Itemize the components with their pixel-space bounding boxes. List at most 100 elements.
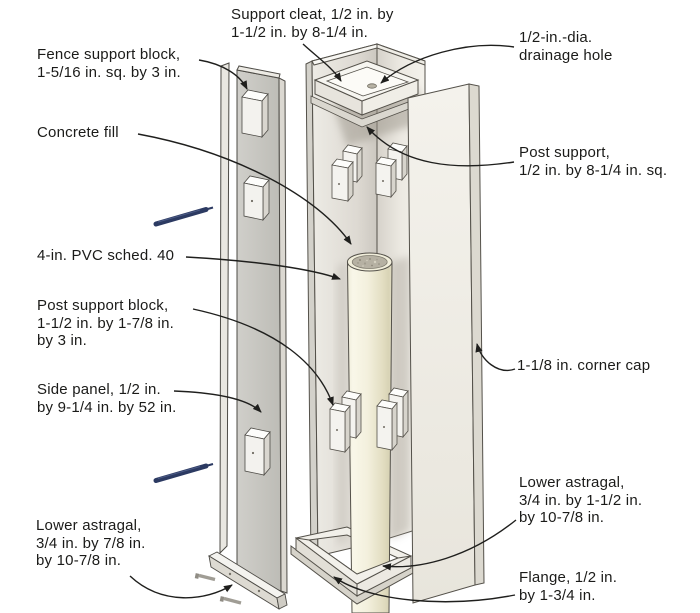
label-lower-astragal-left: Lower astragal, 3/4 in. by 7/8 in. by 10…: [36, 517, 146, 570]
block-side: [401, 144, 408, 182]
block-front: [376, 405, 393, 451]
astragal-bar-end: [276, 593, 288, 610]
label-line: Fence support block,: [37, 46, 181, 63]
label-corner-cap: 1-1/8 in. corner cap: [517, 357, 650, 375]
leader-post-support: [366, 126, 515, 167]
screw-dot: [250, 199, 254, 203]
screw-dot: [228, 572, 232, 576]
label-line: Support cleat, 1/2 in. by: [231, 6, 394, 23]
label-lower-astragal-right: Lower astragal, 3/4 in. by 1-1/2 in. by …: [519, 474, 642, 527]
wall-top-edge: [376, 43, 426, 66]
label-line: by 9-1/4 in. by 52 in.: [37, 398, 177, 416]
leader-concrete-fill: [137, 133, 352, 245]
blue-screw: [153, 463, 214, 483]
lower-astragal-bar: [208, 551, 288, 610]
leader-pvc: [185, 256, 341, 280]
label-concrete-fill: Concrete fill: [37, 124, 119, 142]
label-line: Side panel, 1/2 in.: [37, 381, 161, 398]
screw-dot: [338, 183, 340, 185]
block-side: [344, 404, 351, 454]
block-front: [375, 162, 392, 198]
post-support-blocks-upper-left: [331, 144, 363, 203]
left-side-panel-assembly: [194, 62, 288, 610]
block-side: [347, 160, 354, 203]
label-line: 1-1/2 in. by 8-1/4 in.: [231, 23, 368, 41]
gray-screw: [223, 596, 242, 605]
label-support-cleat: Support cleat, 1/2 in. by 1-1/2 in. by 8…: [231, 6, 394, 41]
blue-screw: [153, 206, 214, 227]
leader-flange: [333, 576, 516, 603]
label-drainage-hole: 1/2-in.-dia. drainage hole: [519, 29, 613, 64]
gray-screw-head: [194, 573, 200, 579]
label-line: 1-1/8 in. corner cap: [517, 357, 651, 374]
left-corner-cap-strip: [219, 62, 230, 555]
label-line: 3/4 in. by 7/8 in.: [36, 534, 146, 552]
post-support-floor: [325, 66, 410, 97]
label-line: 1/2-in.-dia.: [519, 29, 593, 46]
astragal-screws: [194, 573, 242, 605]
block-side: [355, 392, 362, 440]
block-side: [263, 430, 271, 477]
cap-tray: [310, 60, 423, 128]
leader-lower-astragal-left: [129, 575, 233, 599]
block-front: [331, 164, 349, 202]
screw-dot: [383, 426, 385, 428]
block-side: [261, 92, 269, 139]
leader-side-panel: [173, 390, 262, 413]
label-line: by 10-7/8 in.: [519, 509, 605, 526]
label-line: drainage hole: [519, 46, 613, 64]
label-post-support: Post support, 1/2 in. by 8-1/4 in. sq.: [519, 144, 667, 179]
screw-dot: [382, 180, 384, 182]
gray-screw: [198, 573, 216, 582]
label-line: 1-5/16 in. sq. by 3 in.: [37, 63, 181, 81]
leader-support-cleat: [302, 43, 342, 82]
label-pvc: 4-in. PVC sched. 40: [37, 247, 174, 265]
label-line: by 10-7/8 in.: [36, 552, 122, 569]
post-support-blocks-lower-right: [376, 387, 409, 452]
right-side-panel: [407, 83, 485, 604]
right-panel-face: [407, 83, 476, 604]
leader-lines: [129, 43, 517, 603]
screw-dot: [257, 589, 261, 593]
label-line: 4-in. PVC sched. 40: [37, 247, 175, 264]
gray-screw-head: [219, 596, 225, 602]
label-fence-support-block: Fence support block, 1-5/16 in. sq. by 3…: [37, 46, 181, 81]
concrete-top: [351, 255, 388, 269]
label-side-panel: Side panel, 1/2 in. by 9-1/4 in. by 52 i…: [37, 381, 176, 416]
drainage-hole: [367, 83, 377, 89]
label-line: Flange, 1/2 in.: [519, 569, 618, 586]
leader-fence-support-block: [198, 59, 248, 90]
leader-lower-astragal-right: [382, 519, 517, 571]
label-post-support-block: Post support block, 1-1/2 in. by 1-7/8 i…: [37, 297, 174, 350]
leader-corner-cap: [475, 343, 516, 372]
block-front: [243, 182, 264, 221]
label-line: Post support block,: [37, 297, 169, 314]
screw-dot: [251, 451, 255, 455]
label-line: Post support,: [519, 144, 610, 161]
block-side: [390, 158, 397, 199]
astragal-front-rails-top: [295, 537, 412, 585]
label-line: 1-1/2 in. by 1-7/8 in.: [37, 314, 174, 332]
left-panel-edge: [278, 77, 288, 594]
center-post-assembly: [290, 43, 426, 613]
screw-dot: [336, 429, 338, 431]
block-front: [241, 96, 263, 138]
label-line: by 1-3/4 in.: [519, 586, 596, 604]
pvc-pipe: [346, 252, 393, 613]
label-line: 3/4 in. by 1-1/2 in.: [519, 491, 643, 509]
block-front: [244, 434, 265, 476]
concrete-speckles: [357, 258, 380, 267]
block-side: [402, 389, 409, 439]
leader-drainage-hole: [380, 44, 515, 84]
label-line: by 3 in.: [37, 332, 87, 349]
label-line: Lower astragal,: [519, 474, 625, 491]
fence-support-block-middle: [243, 175, 270, 222]
label-line: Concrete fill: [37, 124, 119, 141]
label-line: 1/2 in. by 8-1/4 in. sq.: [519, 161, 668, 179]
block-side: [391, 401, 398, 452]
panel-screws: [153, 206, 214, 483]
label-flange: Flange, 1/2 in. by 1-3/4 in.: [519, 569, 617, 604]
leader-post-support-block: [192, 308, 334, 406]
